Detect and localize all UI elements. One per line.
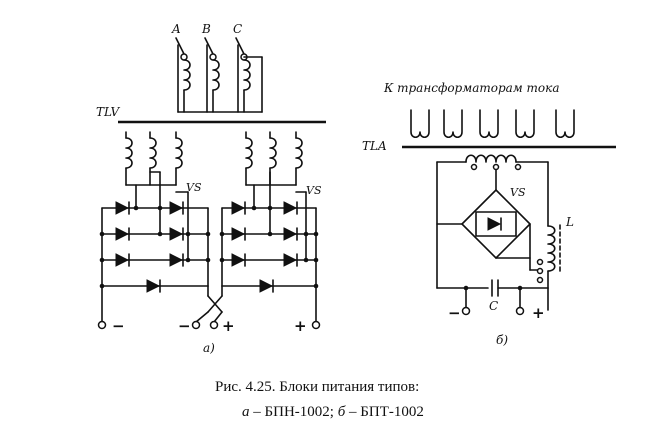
caption-b-letter: б [338,404,346,420]
ct-primary-windings [410,109,575,139]
ct-capacitor: C [436,279,549,313]
ct-sign-minus: − [448,304,461,322]
left-terminal-minus[interactable] [97,320,107,330]
center-terminal-minus[interactable] [191,320,201,330]
inductor-label: L [565,215,574,229]
capacitor-label: C [489,299,498,313]
caption-a-letter: а [242,404,250,420]
vs-label-left-1: VS [186,181,202,194]
phase-label-c: C [233,22,242,36]
ct-secondary [436,154,549,289]
ct-header: К трансформаторам тока [383,81,559,95]
left-sign-minus: − [112,317,125,335]
ct-terminal-minus[interactable] [461,306,471,316]
caption-b-text: – БПТ-1002 [345,404,424,420]
left-secondary-group-2: VS [245,131,322,259]
center-sign-plus: + [222,317,235,335]
ct-sign-plus: + [532,304,545,322]
ct-terminal-plus[interactable] [515,306,525,316]
sublabel-b: б) [496,333,508,347]
vs-label-left-2: VS [306,184,322,197]
ct-bridge: VS [436,186,541,271]
left-primary-windings: A B C [171,22,263,113]
caption-a-text: – БПН-1002; [250,404,338,420]
caption-line-2: а – БПН-1002; б – БПТ-1002 [242,404,424,420]
caption-line-1: Рис. 4.25. Блоки питания типов: [215,379,419,395]
left-cross-connection [195,285,223,325]
right-terminal-plus[interactable] [311,320,321,330]
sublabel-a: а) [203,341,215,355]
ct-inductor: L [536,215,574,311]
vs-label-right: VS [510,186,526,199]
left-secondary-group-1: VS [125,131,202,259]
center-sign-minus: − [178,317,191,335]
tlv-label: TLV [96,105,121,119]
tla-label: TLA [362,139,387,153]
center-terminal-plus[interactable] [209,320,219,330]
left-diode-bridge-1 [99,201,211,323]
left-diode-bridge-2 [219,201,319,323]
phase-label-a: A [171,22,181,36]
phase-label-b: B [201,22,211,36]
right-sign-plus: + [294,317,307,335]
